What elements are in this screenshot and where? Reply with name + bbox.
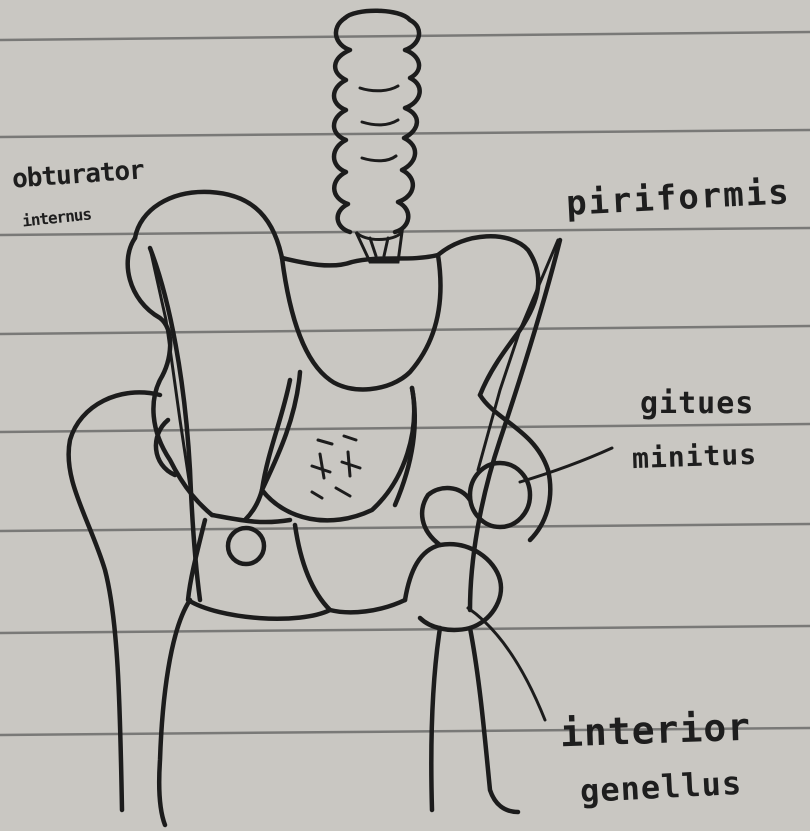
label-gitues: gitues: [640, 386, 754, 421]
label-interior: interior: [559, 705, 751, 756]
lumbar-spine-sketch: [334, 11, 420, 262]
left-femur-sketch: [69, 392, 190, 825]
label-minitus: minitus: [631, 438, 757, 475]
label-pointer-lines: [150, 240, 612, 720]
left-hip-bone-sketch: [128, 192, 405, 619]
right-femur-sketch: [431, 628, 518, 812]
